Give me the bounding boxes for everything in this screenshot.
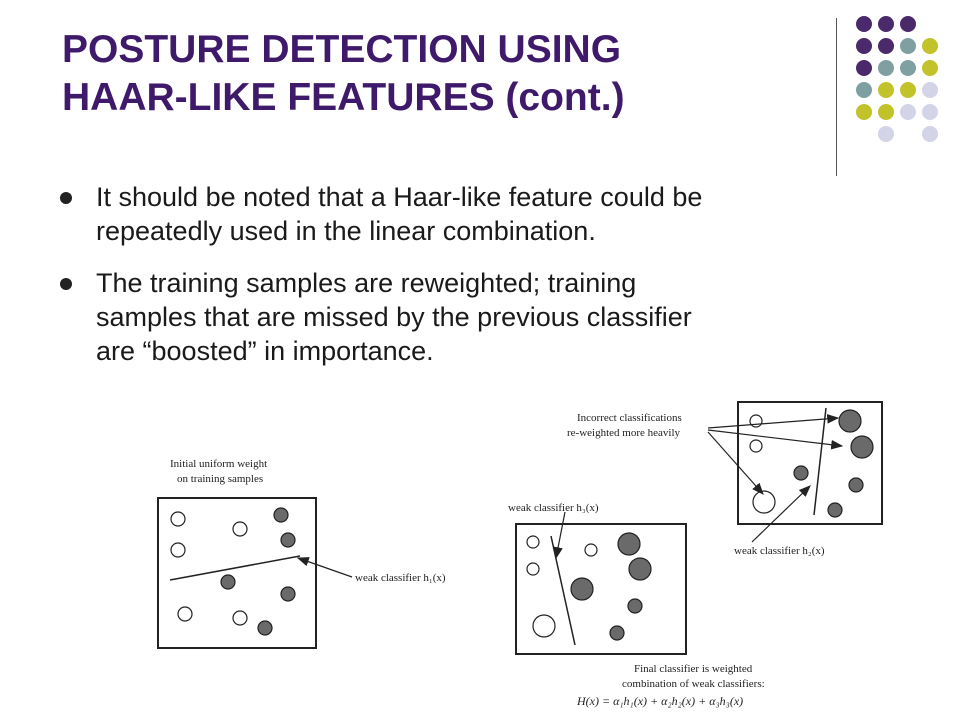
negative-sample: [232, 521, 248, 537]
weak-classifier-1-arrow: [296, 557, 353, 578]
bullet-text: It should be noted that a Haar-like feat…: [96, 180, 890, 248]
panel-3-samples: [526, 532, 652, 641]
incorrect-label-line-1: Incorrect classifications: [577, 412, 682, 424]
bullet-dot-icon: [60, 278, 72, 290]
initial-weight-label-line-2: on training samples: [177, 473, 263, 485]
decorative-dot: [900, 82, 916, 98]
negative-sample: [532, 614, 556, 638]
panel-2-box: [737, 401, 883, 525]
decorative-dot: [878, 104, 894, 120]
positive-sample: [848, 477, 864, 493]
incorrect-label-line-2: re-weighted more heavily: [567, 427, 681, 439]
decorative-dot: [878, 16, 894, 32]
decorative-dot: [856, 16, 872, 32]
weak-classifier-1-label: weak classifier h₁(x): [355, 572, 446, 584]
positive-sample: [570, 577, 594, 601]
negative-sample: [170, 542, 186, 558]
reweight-arrow-2: [707, 429, 844, 450]
decorative-dot: [922, 104, 938, 120]
weak-classifier-3-arrow: [553, 511, 566, 560]
negative-sample: [170, 511, 186, 527]
decorative-dot: [856, 38, 872, 54]
negative-sample: [584, 543, 598, 557]
decorative-dot: [878, 82, 894, 98]
weak-classifier-2-arrow: [751, 485, 811, 543]
panel-2-samples: [749, 409, 874, 518]
positive-sample: [850, 435, 874, 459]
reweight-arrow-3: [707, 431, 764, 495]
decorative-dot: [922, 126, 938, 142]
final-formula: H(x) = α₁h₁(x) + α₂h₂(x) + α₃h₃(x): [576, 694, 743, 708]
positive-sample: [280, 586, 296, 602]
decorative-dot: [900, 16, 916, 32]
slide-title: POSTURE DETECTION USING HAAR-LIKE FEATUR…: [62, 26, 822, 122]
decorative-dot: [922, 38, 938, 54]
positive-sample: [280, 532, 296, 548]
final-label-line-1: Final classifier is weighted: [634, 663, 753, 675]
negative-sample: [752, 490, 776, 514]
decorative-divider: [836, 18, 837, 176]
decorative-dot: [856, 104, 872, 120]
decorative-dot: [878, 126, 894, 142]
weak-classifier-1-line: [169, 555, 301, 581]
bullet-text: The training samples are reweighted; tra…: [96, 266, 890, 368]
bullet-dot-icon: [60, 192, 72, 204]
negative-sample: [526, 535, 540, 549]
decorative-dot: [856, 60, 872, 76]
panel-1-box: [157, 497, 317, 649]
negative-sample: [232, 610, 248, 626]
negative-sample: [526, 562, 540, 576]
decorative-dot: [922, 60, 938, 76]
bullet-line: repeatedly used in the linear combinatio…: [96, 216, 596, 246]
panel-3-box: [515, 523, 687, 655]
final-label-line-2: combination of weak classifiers:: [622, 678, 765, 690]
weak-classifier-3-label: weak classifier h₃(x): [508, 502, 599, 514]
title-line-2: HAAR-LIKE FEATURES (cont.): [62, 76, 625, 119]
initial-weight-label-line-1: Initial uniform weight: [170, 458, 267, 470]
positive-sample: [220, 574, 236, 590]
positive-sample: [827, 502, 843, 518]
bullet-item: The training samples are reweighted; tra…: [60, 266, 890, 368]
reweight-arrow-1: [707, 414, 840, 429]
negative-sample: [177, 606, 193, 622]
positive-sample: [273, 507, 289, 523]
weak-classifier-2-label: weak classifier h₂(x): [734, 545, 825, 557]
title-line-1: POSTURE DETECTION USING: [62, 28, 622, 71]
panel-1-samples: [170, 507, 296, 636]
bullet-line: The training samples are reweighted; tra…: [96, 268, 637, 298]
positive-sample: [617, 532, 641, 556]
bullet-line: are “boosted” in importance.: [96, 336, 434, 366]
positive-sample: [628, 557, 652, 581]
positive-sample: [609, 625, 625, 641]
decorative-dot-grid: [856, 16, 938, 142]
bullet-list: It should be noted that a Haar-like feat…: [60, 180, 890, 386]
decorative-dot: [900, 60, 916, 76]
bullet-item: It should be noted that a Haar-like feat…: [60, 180, 890, 248]
bullet-line: It should be noted that a Haar-like feat…: [96, 182, 703, 212]
positive-sample: [257, 620, 273, 636]
decorative-dot: [856, 82, 872, 98]
decorative-dot: [900, 38, 916, 54]
decorative-dot: [878, 38, 894, 54]
decorative-dot: [922, 82, 938, 98]
bullet-line: samples that are missed by the previous …: [96, 302, 692, 332]
decorative-dot: [878, 60, 894, 76]
positive-sample: [793, 465, 809, 481]
negative-sample: [749, 439, 763, 453]
positive-sample: [838, 409, 862, 433]
weak-classifier-2-line: [813, 407, 827, 516]
positive-sample: [627, 598, 643, 614]
decorative-dot: [900, 104, 916, 120]
